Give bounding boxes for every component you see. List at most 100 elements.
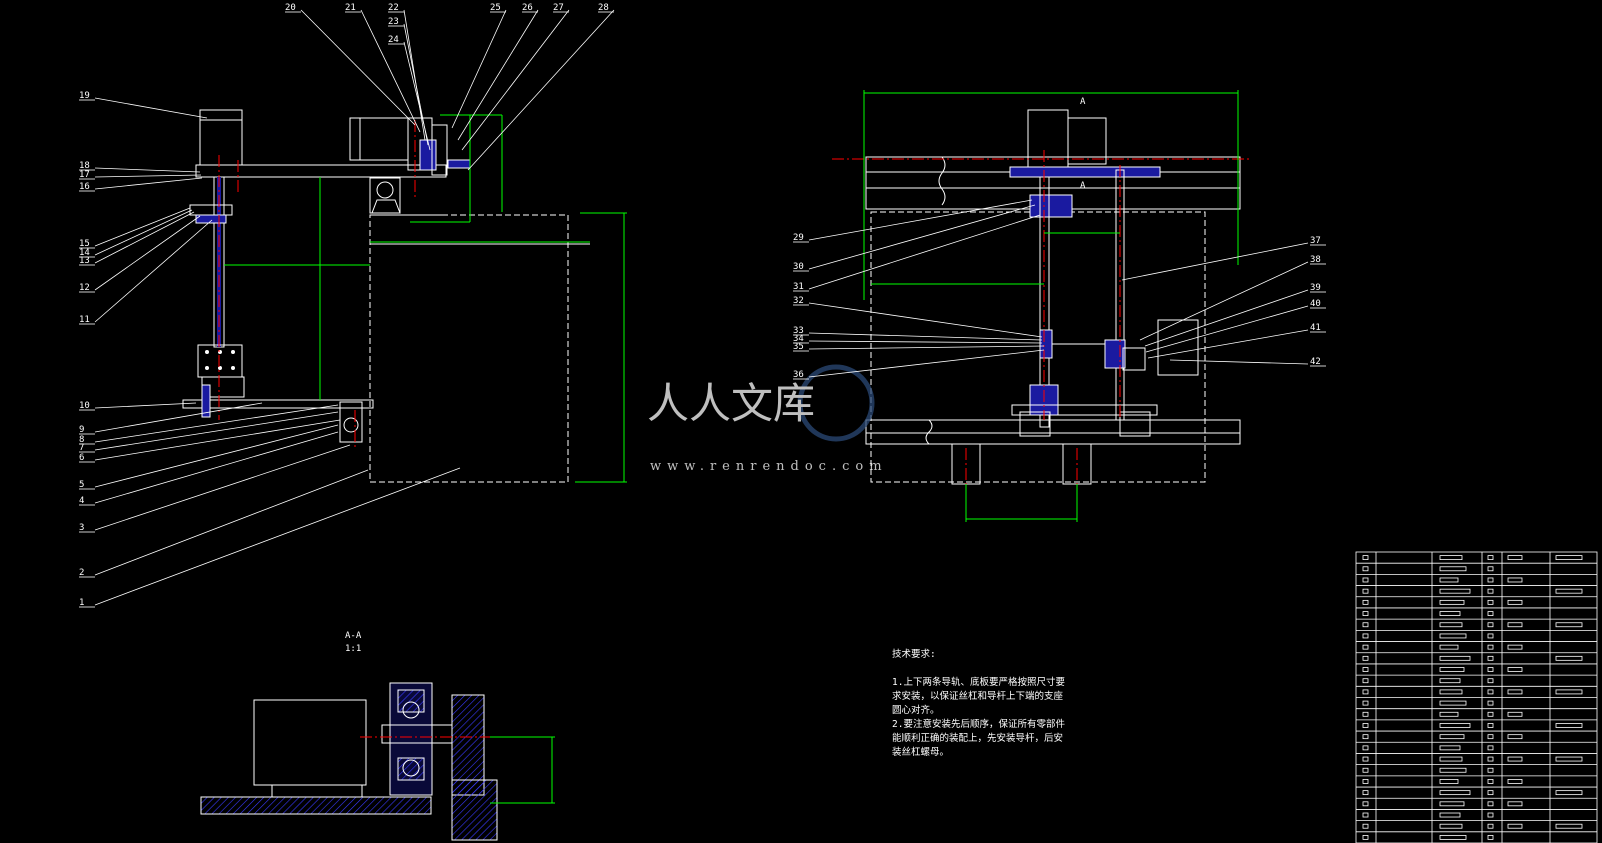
notes-line: 圆心对齐。 (892, 704, 940, 716)
table-cell-mark (1439, 835, 1467, 840)
table-cell-mark (1487, 689, 1494, 695)
callout-leader (1144, 289, 1309, 347)
callout-label: 7 (79, 443, 84, 453)
callout-leader (94, 177, 203, 190)
callout-label: 27 (553, 3, 564, 13)
callout-label: 9 (79, 425, 84, 435)
callout-label: 28 (598, 3, 609, 13)
section-title: A-A (345, 631, 362, 641)
callout-label: 39 (1310, 283, 1321, 293)
table-cell-mark (1439, 790, 1471, 796)
callout-leader (1147, 329, 1309, 359)
callout-label: 4 (79, 496, 84, 506)
table-cell-mark (1362, 767, 1369, 773)
table-cell-mark (1439, 745, 1461, 751)
table-cell-mark (1362, 711, 1369, 717)
callout-leader (451, 9, 507, 129)
table-cell-mark (1439, 801, 1465, 807)
table-cell-mark (1439, 599, 1465, 605)
callout-leader (461, 9, 570, 151)
table-cell-mark (1362, 823, 1369, 829)
table-cell-mark (1555, 689, 1583, 695)
callout-leader (808, 332, 1043, 341)
table-cell-mark (1362, 790, 1369, 796)
callout-leader (808, 345, 1045, 350)
callout-label: 25 (490, 3, 501, 13)
callout-label: 29 (793, 233, 804, 243)
table-cell-mark (1487, 588, 1494, 594)
table-cell-mark (1439, 644, 1459, 650)
table-cell-mark (1362, 678, 1369, 684)
callout-leader (94, 97, 208, 119)
table-cell-mark (1487, 812, 1494, 818)
table-cell-mark (1439, 566, 1467, 572)
table-cell-mark (1362, 622, 1369, 628)
table-cell-mark (1507, 801, 1523, 807)
callout-label: 20 (285, 3, 296, 13)
callout-label: 3 (79, 523, 84, 533)
callout-leader (94, 424, 339, 488)
callout-leader (300, 9, 416, 126)
side-view-assembly (865, 109, 1241, 485)
table-cell-mark (1487, 667, 1494, 672)
table-cell-mark (1439, 823, 1463, 829)
callout-label: 5 (79, 480, 84, 490)
callout-leader (808, 214, 1041, 290)
table-cell-mark (1487, 801, 1494, 807)
section-marker-top: A (1080, 97, 1086, 107)
watermark: 人人文库 www.renrendoc.com (647, 364, 882, 474)
table-cell-mark (1487, 700, 1494, 706)
table-cell-mark (1439, 767, 1467, 773)
table-cell-mark (1439, 711, 1459, 717)
callout-label: 32 (793, 296, 804, 306)
callout-leader (808, 340, 1043, 344)
callout-label: 11 (79, 315, 90, 325)
top-beam (195, 164, 447, 178)
table-cell-mark (1362, 689, 1369, 695)
table-cell-mark (1507, 644, 1523, 650)
callout-leader (1169, 359, 1309, 365)
callout-label: 31 (793, 282, 804, 292)
table-cell-mark (1439, 622, 1463, 628)
callout-leader (457, 9, 539, 141)
callout-label: 23 (388, 17, 399, 27)
table-cell-mark (1362, 801, 1369, 807)
notes-title: 技术要求: (892, 648, 936, 660)
callout-label: 30 (793, 262, 804, 272)
callout-label: 37 (1310, 236, 1321, 246)
table-cell-mark (1555, 823, 1583, 829)
callout-leader (94, 431, 339, 504)
notes-line: 装丝杠螺母。 (892, 746, 949, 758)
table-cell-mark (1362, 745, 1369, 751)
callout-label: 26 (522, 3, 533, 13)
callout-leader (94, 402, 197, 409)
table-cell-mark (1487, 823, 1494, 829)
table-cell-mark (1439, 812, 1461, 818)
workpiece-box (369, 214, 569, 483)
table-cell-mark (1507, 756, 1523, 762)
table-cell-mark (1362, 756, 1369, 762)
notes-line: 1.上下两条导轨、底板要严格按照尺寸要 (892, 676, 1065, 688)
table-cell-mark (1362, 655, 1369, 661)
table-cell-mark (1555, 655, 1583, 661)
table-cell-mark (1507, 555, 1523, 560)
table-cell-mark (1362, 734, 1369, 740)
callout-leader (94, 467, 461, 606)
lower-rail (865, 419, 1241, 445)
front-view-assembly (182, 109, 590, 483)
callout-leader (94, 167, 201, 173)
table-cell-mark (1487, 644, 1494, 650)
table-cell-mark (1555, 622, 1583, 628)
callout-label: 40 (1310, 299, 1321, 309)
callout-leader (467, 9, 615, 171)
callout-label: 41 (1310, 323, 1321, 333)
table-cell-mark (1362, 611, 1369, 616)
callout-label: 15 (79, 239, 90, 249)
table-cell-mark (1487, 577, 1494, 583)
callout-label: 12 (79, 283, 90, 293)
table-cell-mark (1507, 711, 1523, 717)
callout-label: 22 (388, 3, 399, 13)
table-cell-mark (1555, 588, 1583, 594)
